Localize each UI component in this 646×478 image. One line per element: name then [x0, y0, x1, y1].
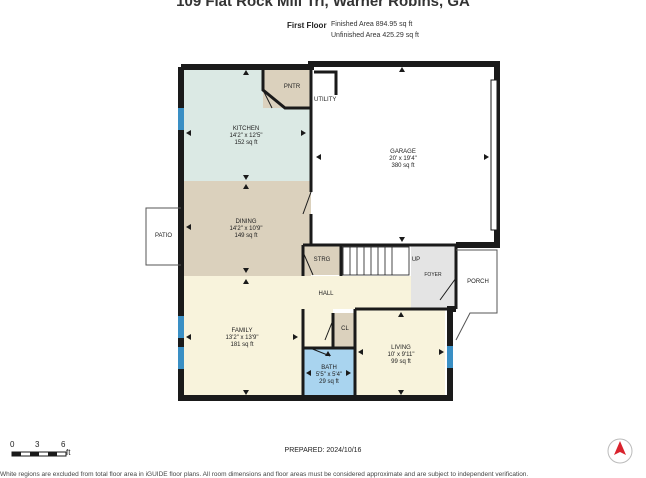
- closet-fill: [333, 313, 355, 348]
- dimension-arrow: [243, 175, 249, 180]
- floor-label: First Floor: [287, 21, 327, 30]
- pantry-fill: [263, 69, 311, 108]
- living-window: [447, 346, 453, 368]
- kitchen-window: [178, 108, 184, 130]
- pantry-door-swing: [262, 89, 273, 109]
- dimension-arrow: [186, 130, 191, 136]
- living-fill: [355, 309, 445, 398]
- bath-fill: [303, 348, 354, 398]
- dimension-arrow: [243, 390, 249, 395]
- exterior-wall-lower: [178, 67, 456, 401]
- dimension-arrow: [399, 67, 405, 72]
- finished-area: Finished Area 894.95 sq ft: [331, 21, 413, 28]
- garage-door: [490, 79, 498, 231]
- dimension-arrow: [358, 349, 363, 355]
- stairs: [342, 246, 410, 276]
- utility-wall: [314, 70, 338, 95]
- disclaimer-footer: White regions are excluded from total fl…: [0, 471, 529, 478]
- scale-bar: [11, 451, 67, 457]
- unfinished-area: Unfinished Area 425.29 sq ft: [331, 32, 419, 39]
- dimension-arrow: [325, 351, 331, 356]
- dimension-arrow: [243, 184, 249, 189]
- hall-fill: [303, 276, 411, 309]
- patio-outline: [145, 207, 181, 266]
- dimension-arrow: [346, 370, 351, 376]
- scale-label-6: 6: [61, 440, 66, 449]
- dimension-arrow: [293, 334, 298, 340]
- north-compass: [607, 438, 633, 464]
- dimension-arrow: [484, 154, 489, 160]
- dimension-arrow: [439, 349, 444, 355]
- scale-label-0: 0: [10, 440, 15, 449]
- property-address-title: 109 Flat Rock Mill Trl, Warner Robins, G…: [176, 0, 470, 10]
- porch-outline: [455, 249, 498, 341]
- prepared-date: PREPARED: 2024/10/16: [284, 447, 362, 454]
- hall-lower-fill: [303, 309, 333, 348]
- scale-unit: ft: [66, 448, 71, 457]
- dimension-arrow: [243, 70, 249, 75]
- storage-door-swing: [302, 251, 314, 276]
- dimension-arrow: [399, 237, 405, 242]
- foyer-fill: [411, 245, 456, 309]
- dimension-arrow: [398, 312, 404, 317]
- dimension-arrow: [306, 370, 311, 376]
- foyer-door-swing: [439, 277, 457, 301]
- pantry-wall: [261, 67, 311, 110]
- family-fill: [181, 276, 303, 398]
- dining-fill: [181, 181, 311, 276]
- garage-door-swing: [302, 191, 312, 215]
- dimension-arrow: [186, 224, 191, 230]
- family-window-2: [178, 347, 184, 369]
- scale-label-3: 3: [35, 440, 40, 449]
- closet-door-swing: [324, 319, 334, 341]
- dimension-arrow: [398, 390, 404, 395]
- dimension-arrow: [243, 279, 249, 284]
- storage-fill: [303, 245, 341, 275]
- family-window-1: [178, 316, 184, 338]
- dimension-arrow: [243, 268, 249, 273]
- dimension-arrow: [186, 334, 191, 340]
- dimension-arrow: [301, 130, 306, 136]
- dimension-arrow: [316, 154, 321, 160]
